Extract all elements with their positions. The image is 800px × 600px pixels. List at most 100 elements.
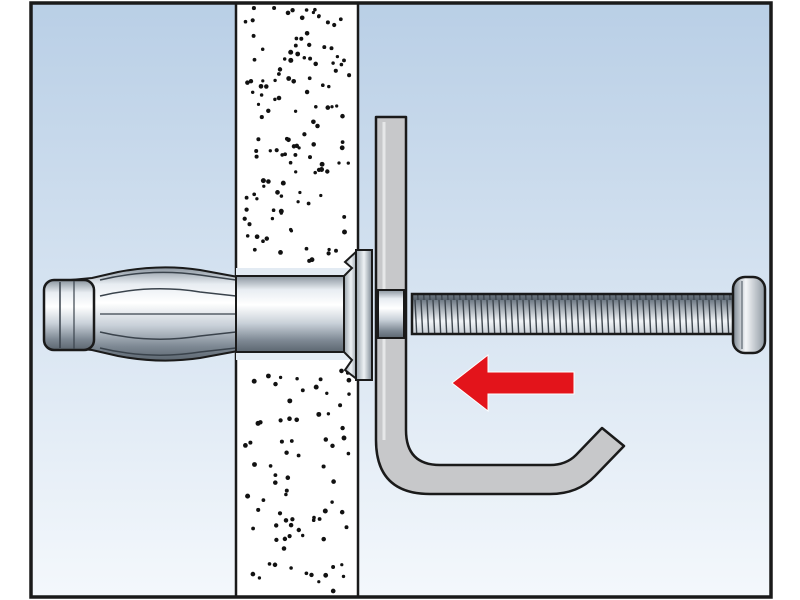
wall-dot (245, 80, 250, 85)
wall-dot (339, 368, 344, 374)
wall-dot (259, 115, 264, 120)
wall-dot (270, 216, 275, 221)
wall-dot (315, 123, 320, 129)
wall-dot (264, 236, 270, 241)
wall-dot (255, 197, 259, 201)
wall-dot (288, 57, 294, 63)
wall-dot (326, 251, 331, 256)
wall-dot (346, 161, 350, 165)
wall-dot (251, 33, 256, 38)
wall-dot (276, 95, 282, 101)
wall-dot (307, 42, 312, 48)
wall-dot (340, 140, 345, 144)
wall-dot (283, 152, 287, 157)
wall-dot (313, 61, 318, 67)
wall-dot (251, 378, 257, 384)
wall-dot (273, 473, 278, 478)
wall-dot (319, 161, 325, 167)
wall-dot (334, 248, 338, 253)
hook-bracket (374, 115, 626, 496)
wall-dot (252, 462, 257, 467)
wall-dot (289, 439, 294, 443)
wall-dot (266, 179, 271, 184)
wall-dot (273, 381, 278, 387)
wall-dot (262, 184, 266, 188)
wall-dot (274, 537, 279, 543)
wall-dot (342, 58, 346, 63)
wall-dot (316, 14, 321, 19)
wall-dot (342, 214, 347, 219)
wall-dot (304, 89, 310, 95)
wall-texture-dots (242, 5, 352, 594)
wall-dot (261, 79, 265, 83)
arrow-left-icon (451, 353, 575, 413)
wall-dot (245, 493, 251, 499)
anchor-sleeve (235, 275, 357, 353)
wall-dot (274, 148, 279, 153)
wall-dot (288, 227, 293, 232)
wall-dot (304, 246, 309, 251)
wall-dot (335, 54, 340, 59)
wall-dot (286, 137, 291, 143)
wall-dot (284, 492, 288, 497)
wall-dot (338, 403, 343, 408)
wall-dot (260, 178, 266, 184)
wall-dot (316, 411, 322, 417)
wall-dot (341, 435, 347, 441)
wall-dot (252, 57, 257, 62)
wall-dot (243, 443, 248, 448)
wall-dot (307, 76, 312, 81)
wall-dot (298, 190, 302, 195)
wall-dot (285, 10, 291, 16)
wall-dot (273, 480, 278, 485)
wall-dot (254, 234, 260, 240)
wall-dot (287, 398, 293, 404)
wall-dot (288, 522, 294, 528)
wall-dot (266, 108, 271, 114)
wall-dot (256, 507, 261, 512)
wall-dot (311, 10, 316, 15)
wall-dot (309, 257, 315, 263)
wall-dot (278, 418, 283, 423)
wall-dot (277, 67, 283, 72)
wall-dot (281, 546, 287, 551)
wall-dot (331, 61, 335, 65)
wall-dot (266, 373, 271, 379)
wall-dot (322, 45, 327, 50)
wall-dot (283, 518, 289, 523)
wall-dot (258, 83, 264, 89)
wall-dot (338, 17, 343, 22)
wall-dot (323, 572, 329, 578)
wall-dot (252, 192, 257, 197)
wall-dot (288, 160, 293, 165)
wall-dot (278, 375, 283, 380)
wall-dot (293, 43, 298, 48)
wall-dot (347, 392, 351, 396)
wall-dot (330, 105, 334, 109)
wall-dot (254, 154, 259, 159)
wall-dot (296, 200, 300, 204)
wall-dot (277, 511, 283, 516)
wall-dot (279, 194, 284, 198)
wall-dot (250, 90, 255, 95)
screw-head (731, 275, 767, 355)
wall-dot (267, 562, 272, 566)
wall-dot (333, 68, 338, 73)
wall-dot (278, 208, 284, 214)
wall-dot (308, 155, 312, 160)
wall-dot (325, 105, 331, 110)
wall-dot (313, 7, 317, 12)
wall-dot (311, 518, 316, 522)
diagram-frame (29, 1, 773, 599)
wall-dot (264, 84, 269, 89)
wall-dot (306, 201, 311, 206)
wall-dot (244, 195, 249, 200)
wall-dot (304, 571, 309, 576)
wall-dot (244, 207, 249, 212)
wall-dot (251, 526, 256, 531)
wall-dot (346, 377, 352, 383)
wall-dot (250, 18, 255, 23)
wall-dot (317, 580, 321, 584)
wall-dot (322, 508, 328, 514)
